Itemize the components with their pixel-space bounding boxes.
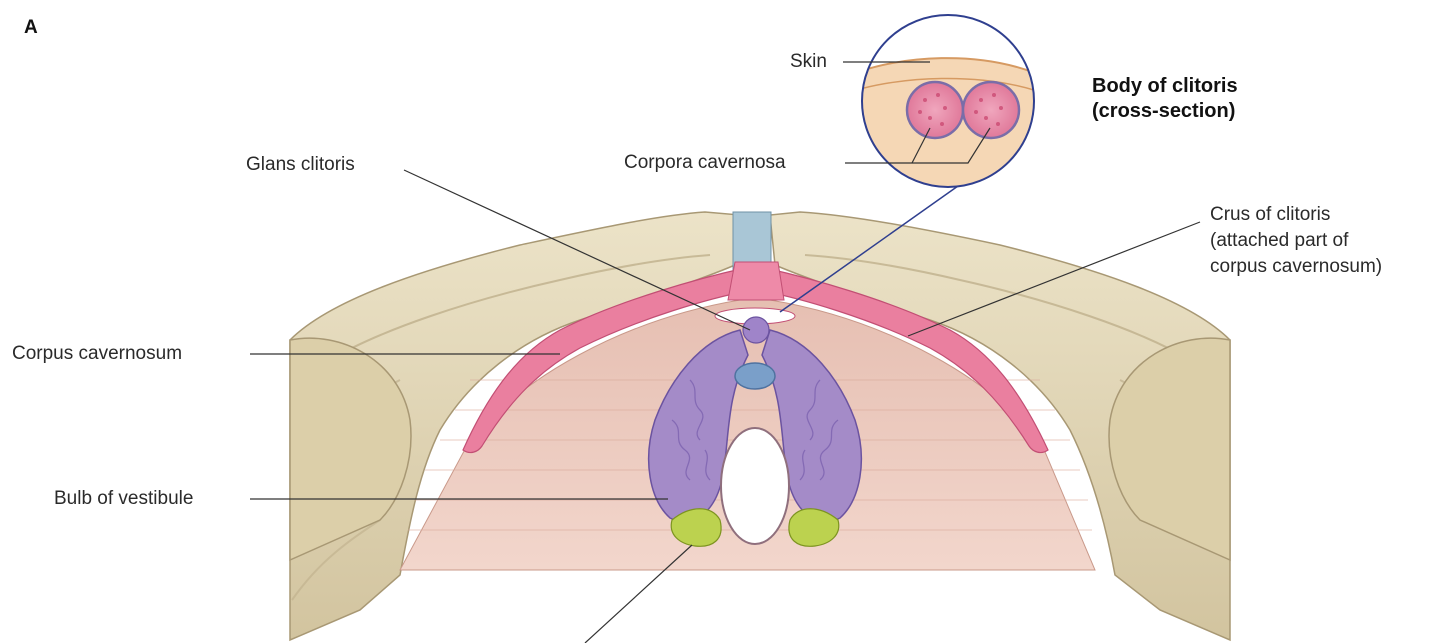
glans-clitoris — [743, 317, 769, 343]
inset-title-line1: Body of clitoris — [1092, 75, 1238, 97]
body-of-clitoris — [728, 262, 784, 300]
vaginal-orifice — [721, 428, 789, 544]
label-crus-line2: (attached part of — [1210, 230, 1348, 252]
inset-title-line2: (cross-section) — [1092, 100, 1235, 122]
panel-letter: A — [24, 17, 38, 39]
label-corpora-cavernosa: Corpora cavernosa — [624, 152, 786, 174]
corpus-cavernosum-right-cs — [963, 82, 1019, 138]
label-glans-clitoris: Glans clitoris — [246, 154, 355, 176]
label-skin: Skin — [790, 51, 827, 73]
label-crus-line1: Crus of clitoris — [1210, 204, 1330, 226]
corpus-cavernosum-left-cs — [907, 82, 963, 138]
label-crus-line3: corpus cavernosum) — [1210, 256, 1382, 278]
inset-cross-section — [850, 15, 1040, 190]
external-urethral-orifice — [735, 363, 775, 389]
label-bulb-of-vestibule: Bulb of vestibule — [54, 488, 193, 510]
label-corpus-cavernosum: Corpus cavernosum — [12, 343, 182, 365]
